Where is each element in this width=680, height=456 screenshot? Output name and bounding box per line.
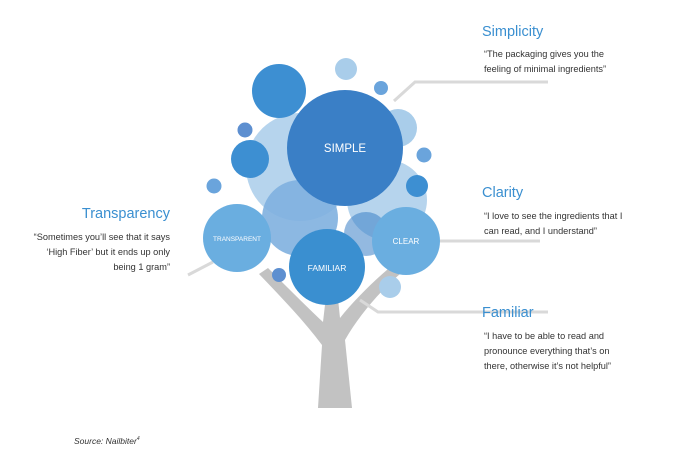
- connector-transparency: [187, 260, 214, 277]
- clarity-quote: “I love to see the ingredients that I ca…: [484, 209, 622, 239]
- node-clear: CLEAR: [372, 207, 440, 275]
- canopy-bubble: [379, 276, 401, 298]
- node-familiar: FAMILIAR: [289, 229, 365, 305]
- canopy-bubble: [231, 140, 269, 178]
- source-prefix: Source:: [74, 436, 106, 446]
- quote-line: “The packaging gives you the: [484, 49, 605, 59]
- quote-line: pronounce everything that’s on: [484, 346, 610, 356]
- canopy-bubble: [272, 268, 286, 282]
- canopy-bubble: [416, 147, 432, 163]
- node-simple-label: SIMPLE: [324, 143, 367, 155]
- familiar-quote: “I have to be able to read and pronounce…: [484, 329, 611, 374]
- source-name: Nailbiter: [105, 436, 137, 446]
- connector-familiar: [359, 298, 548, 314]
- simplicity-quote: “The packaging gives you the feeling of …: [484, 47, 606, 77]
- clarity-heading: Clarity: [482, 185, 524, 201]
- transparency-heading: Transparency: [81, 206, 170, 222]
- familiar-heading: Familiar: [482, 305, 534, 321]
- node-transparent: TRANSPARENT: [203, 204, 271, 272]
- quote-line: there, otherwise it’s not helpful”: [484, 361, 611, 371]
- quote-line: “Sometimes you’ll see that it says: [33, 232, 170, 242]
- simplicity-heading: Simplicity: [482, 24, 544, 40]
- canopy-bubble: [252, 64, 306, 118]
- transparency-quote: “Sometimes you’ll see that it says ‘High…: [18, 230, 170, 275]
- quote-line: being 1 gram”: [113, 262, 170, 272]
- canopy-bubble: [335, 58, 357, 80]
- node-transparent-label: TRANSPARENT: [213, 236, 261, 243]
- node-familiar-label: FAMILIAR: [308, 263, 347, 273]
- node-clear-label: CLEAR: [393, 237, 420, 246]
- canopy-bubble: [237, 122, 253, 138]
- connector-simplicity: [392, 80, 548, 103]
- connector-lines: [187, 80, 548, 314]
- source-note: Source: Nailbiter4: [74, 436, 140, 446]
- canopy-bubble: [374, 81, 388, 95]
- tree-trunk: [259, 256, 415, 408]
- quote-line: ‘High Fiber’ but it ends up only: [46, 247, 170, 257]
- quote-line: can read, and I understand”: [484, 226, 597, 236]
- node-simple: SIMPLE: [287, 90, 403, 206]
- quote-line: feeling of minimal ingredients”: [484, 64, 607, 74]
- quote-line: “I have to be able to read and: [484, 331, 605, 341]
- canopy-bubble: [206, 178, 222, 194]
- canopy-bubble: [406, 175, 428, 197]
- source-footnote: 4: [136, 436, 140, 443]
- quote-line: “I love to see the ingredients that I: [484, 211, 623, 221]
